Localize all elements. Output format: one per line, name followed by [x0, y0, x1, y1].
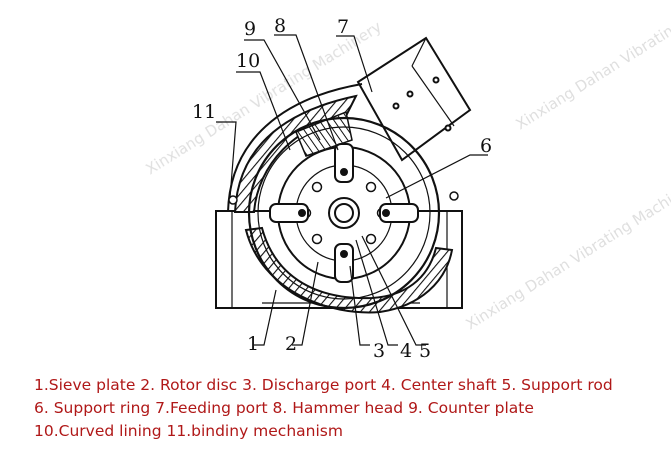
callout-10: 10	[236, 50, 260, 72]
svg-text:Xinxiang Dahan Vibrating Machi: Xinxiang Dahan Vibrating Machinery	[513, 0, 671, 133]
callout-8: 8	[274, 15, 286, 37]
callout-2: 2	[285, 333, 297, 355]
callout-numbers: 1 2 3 4 5 6 7 8 9 10 11	[192, 15, 492, 362]
svg-text:Xinxiang Dahan Vibrating Machi: Xinxiang Dahan Vibrating Machinery	[463, 173, 671, 334]
callout-5: 5	[419, 340, 431, 362]
hammer-heads	[269, 143, 419, 283]
callout-4: 4	[400, 340, 412, 362]
center-shaft	[328, 197, 360, 229]
callout-6: 6	[480, 135, 492, 157]
callout-1: 1	[247, 333, 259, 355]
parts-legend: 1.Sieve plate 2. Rotor disc 3. Discharge…	[34, 374, 664, 443]
binding-mechanism	[228, 191, 459, 205]
callout-11: 11	[192, 101, 216, 123]
legend-line-2: 6. Support ring 7.Feeding port 8. Hammer…	[34, 399, 534, 417]
leader-lines	[216, 34, 488, 346]
legend-line-1: 1.Sieve plate 2. Rotor disc 3. Discharge…	[34, 376, 613, 394]
feeding-port	[356, 36, 472, 162]
callout-9: 9	[244, 18, 256, 40]
callout-3: 3	[373, 340, 385, 362]
legend-line-3: 10.Curved lining 11.bindiny mechanism	[34, 422, 343, 440]
callout-7: 7	[337, 16, 349, 38]
hammer-crusher-diagram: Xinxiang Dahan Vibrating Machinery Xinxi…	[143, 0, 671, 362]
